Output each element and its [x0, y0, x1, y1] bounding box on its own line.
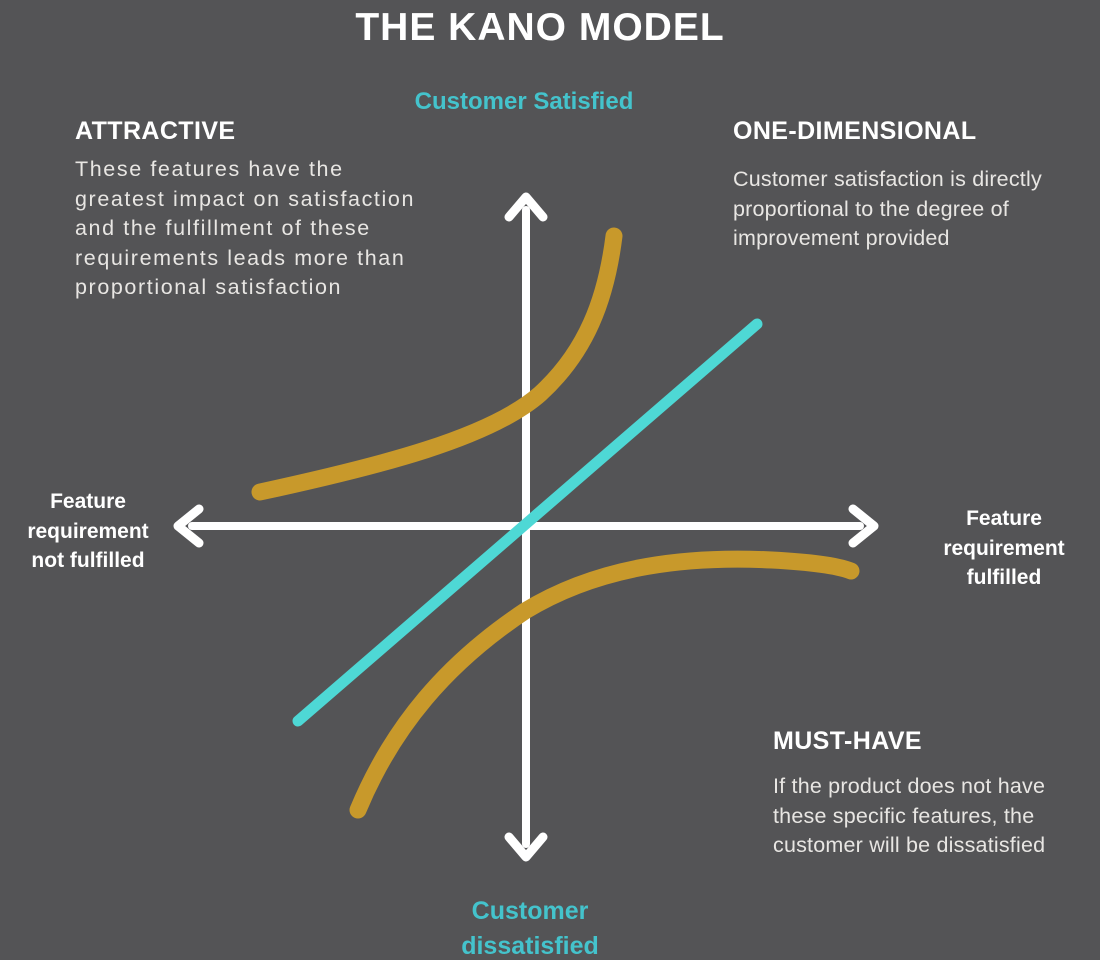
axis-label-customer-dissatisfied: Customer dissatisfied [461, 897, 599, 960]
arrow-right-icon [848, 504, 879, 548]
arrow-down-icon [504, 832, 548, 862]
one-dimensional-line [292, 318, 763, 727]
arrow-left-icon [173, 504, 204, 548]
axis-label-not-fulfilled: Feature requirement not fulfilled [27, 490, 149, 572]
one-dimensional-heading: ONE-DIMENSIONAL [733, 117, 977, 145]
attractive-curve [251, 227, 623, 501]
must-have-curve [349, 550, 860, 819]
attractive-heading: ATTRACTIVE [75, 117, 236, 145]
page-title: THE KANO MODEL [355, 6, 725, 49]
axis-label-customer-satisfied: Customer Satisfied [414, 88, 634, 115]
attractive-description: These features have the greatest impact … [75, 157, 415, 299]
one-dimensional-description: Customer satisfaction is directly propor… [733, 167, 1042, 250]
arrow-up-icon [504, 192, 548, 222]
must-have-heading: MUST-HAVE [773, 727, 922, 755]
axis-label-fulfilled: Feature requirement fulfilled [943, 507, 1065, 589]
must-have-description: If the product does not have these speci… [773, 774, 1046, 857]
